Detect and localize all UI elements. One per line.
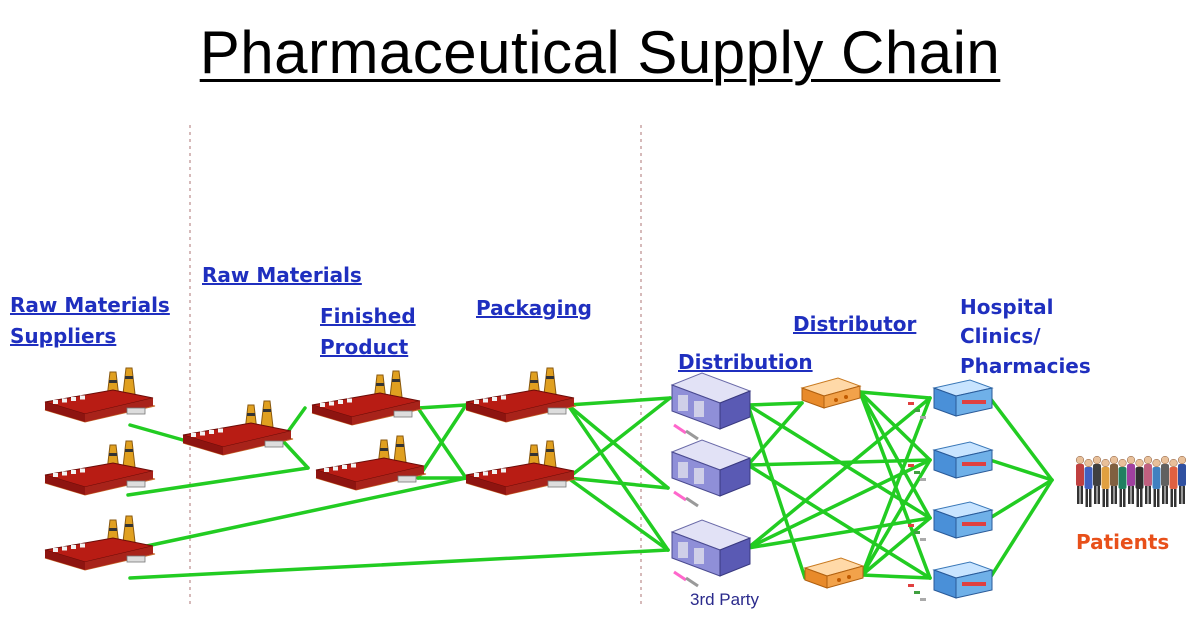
label-raw-materials-suppliers-1: Raw Materials — [10, 293, 170, 317]
supply-link — [858, 390, 932, 400]
supply-link — [988, 458, 1054, 482]
supply-link — [858, 390, 932, 520]
label-clinics: Clinics/ — [960, 324, 1041, 348]
label-raw-materials: Raw Materials — [202, 263, 362, 287]
supply-link — [566, 476, 670, 552]
diagram-title: Pharmaceutical Supply Chain — [199, 19, 1001, 86]
pharmacy-icon — [908, 561, 994, 601]
factory-icon — [44, 515, 156, 571]
supply-link — [126, 476, 468, 552]
supply-link — [566, 396, 672, 407]
distribution-center-icon — [670, 519, 752, 588]
factory-icon — [465, 440, 577, 496]
supply-link — [746, 401, 804, 467]
supply-link — [566, 403, 670, 490]
supply-nodes — [44, 367, 1187, 601]
supply-link — [416, 403, 468, 480]
supply-link — [416, 403, 468, 410]
distribution-center-icon — [670, 372, 752, 441]
supply-link — [988, 396, 1054, 482]
supply-link — [746, 463, 932, 580]
label-distributor: Distributor — [793, 312, 917, 336]
supply-link — [860, 458, 932, 577]
label-hospital: Hospital — [960, 295, 1054, 319]
supply-link — [860, 396, 932, 577]
factory-icon — [44, 367, 156, 423]
supply-link — [746, 396, 932, 550]
supply-link — [988, 478, 1054, 580]
label-raw-materials-suppliers-2: Suppliers — [10, 324, 117, 348]
label-third-party: 3rd Party — [690, 590, 759, 609]
factory-icon — [182, 400, 294, 456]
supply-link — [746, 516, 932, 550]
supply-link — [566, 476, 670, 490]
supply-link — [746, 401, 804, 407]
pharmacy-icon — [908, 501, 994, 541]
factory-icon — [315, 435, 427, 491]
supply-link — [860, 516, 932, 577]
distributor-icon — [803, 557, 865, 589]
supply-link — [566, 403, 670, 552]
supply-link — [128, 548, 670, 580]
label-finished-product-1: Finished — [320, 304, 416, 328]
distributor-icon — [800, 377, 862, 409]
factory-icon — [465, 367, 577, 423]
stage-dividers — [189, 125, 642, 608]
label-packaging: Packaging — [476, 296, 592, 320]
label-patients: Patients — [1076, 530, 1170, 554]
supply-link — [746, 403, 807, 580]
supply-link — [858, 390, 932, 462]
pharmacy-icon — [908, 379, 994, 419]
pharmacy-icon — [908, 441, 994, 481]
label-distribution: Distribution — [678, 350, 813, 374]
label-pharmacies: Pharmacies — [960, 354, 1091, 378]
supply-link — [988, 478, 1054, 520]
supply-link — [280, 438, 310, 470]
patients-group-icon — [1075, 455, 1187, 507]
factory-icon — [311, 370, 423, 426]
distribution-center-icon — [670, 439, 752, 508]
supply-link — [860, 573, 932, 580]
supply-link — [566, 396, 672, 480]
supply-link — [126, 466, 310, 497]
factory-icon — [44, 440, 156, 496]
label-finished-product-2: Product — [320, 335, 409, 359]
supply-links — [126, 390, 1054, 580]
supply-link — [128, 423, 185, 442]
